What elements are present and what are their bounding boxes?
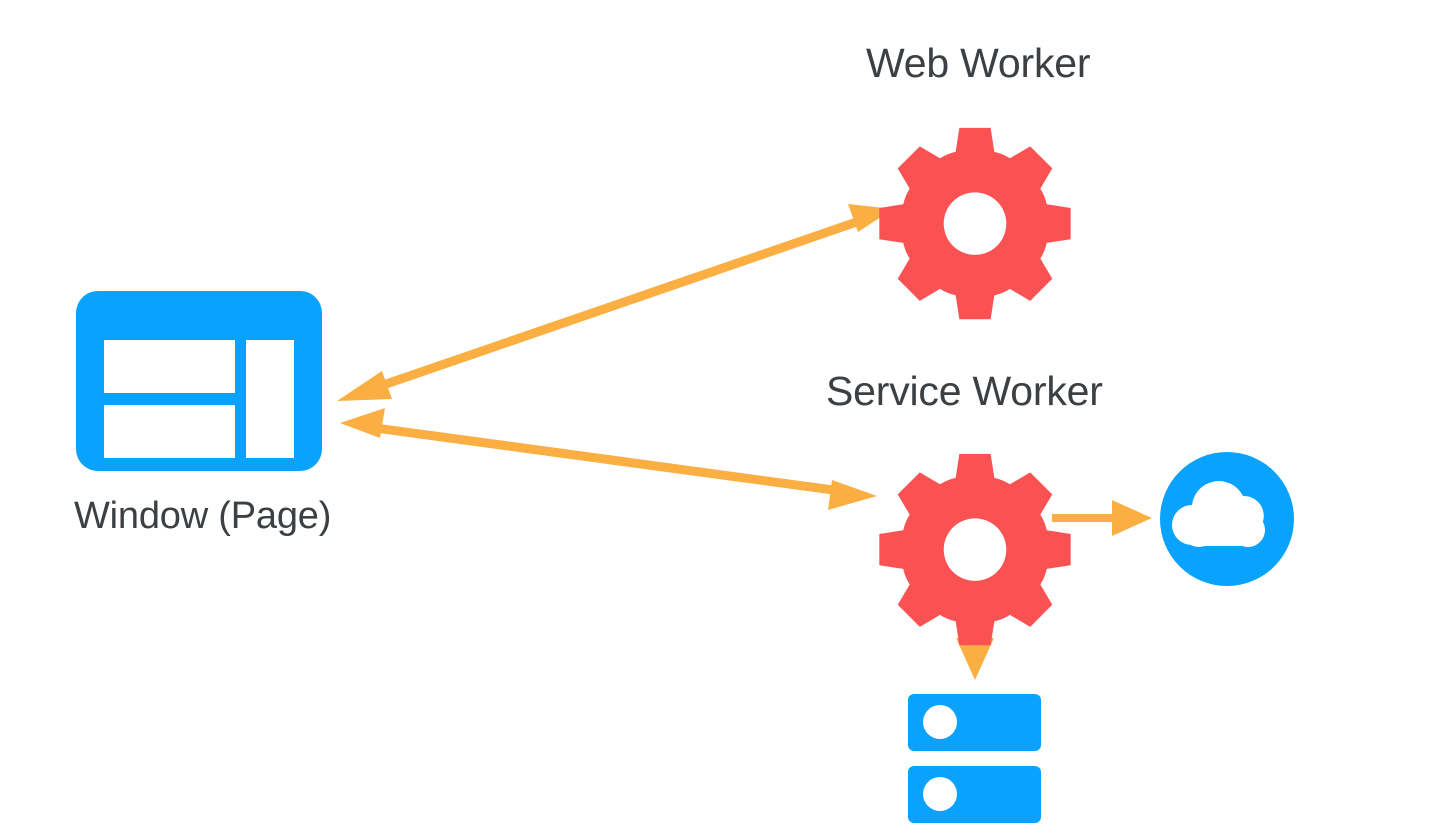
service-worker-label: Service Worker — [826, 368, 1103, 414]
web-worker-gear-icon[interactable] — [879, 127, 1071, 320]
cloud-icon[interactable] — [1160, 452, 1294, 586]
window-page-label: Window (Page) — [74, 495, 332, 537]
database-icon[interactable] — [908, 694, 1041, 823]
connector-service-worker-cloud — [1052, 500, 1152, 536]
browser-window-icon[interactable] — [76, 291, 322, 471]
web-worker-label: Web Worker — [866, 40, 1091, 86]
service-worker-gear-icon[interactable] — [879, 453, 1071, 646]
connector-window-service-worker — [340, 408, 877, 510]
